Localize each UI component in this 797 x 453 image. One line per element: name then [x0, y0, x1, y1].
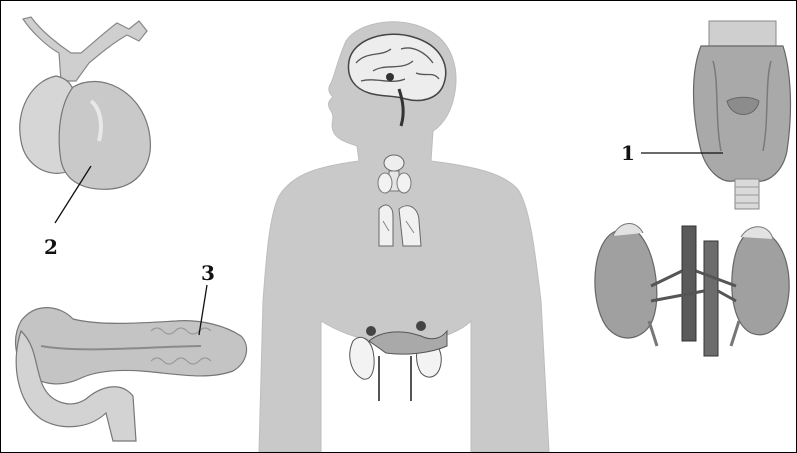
pancreas — [16, 308, 247, 441]
pituitary-gland — [20, 17, 151, 189]
label-thyroid: 1 — [621, 143, 635, 163]
kidneys-adrenal-glands — [595, 224, 789, 356]
human-silhouette — [259, 22, 549, 452]
label-pituitary: 2 — [44, 237, 58, 257]
thyroid-gland — [694, 21, 791, 209]
label-pancreas: 3 — [201, 263, 215, 283]
